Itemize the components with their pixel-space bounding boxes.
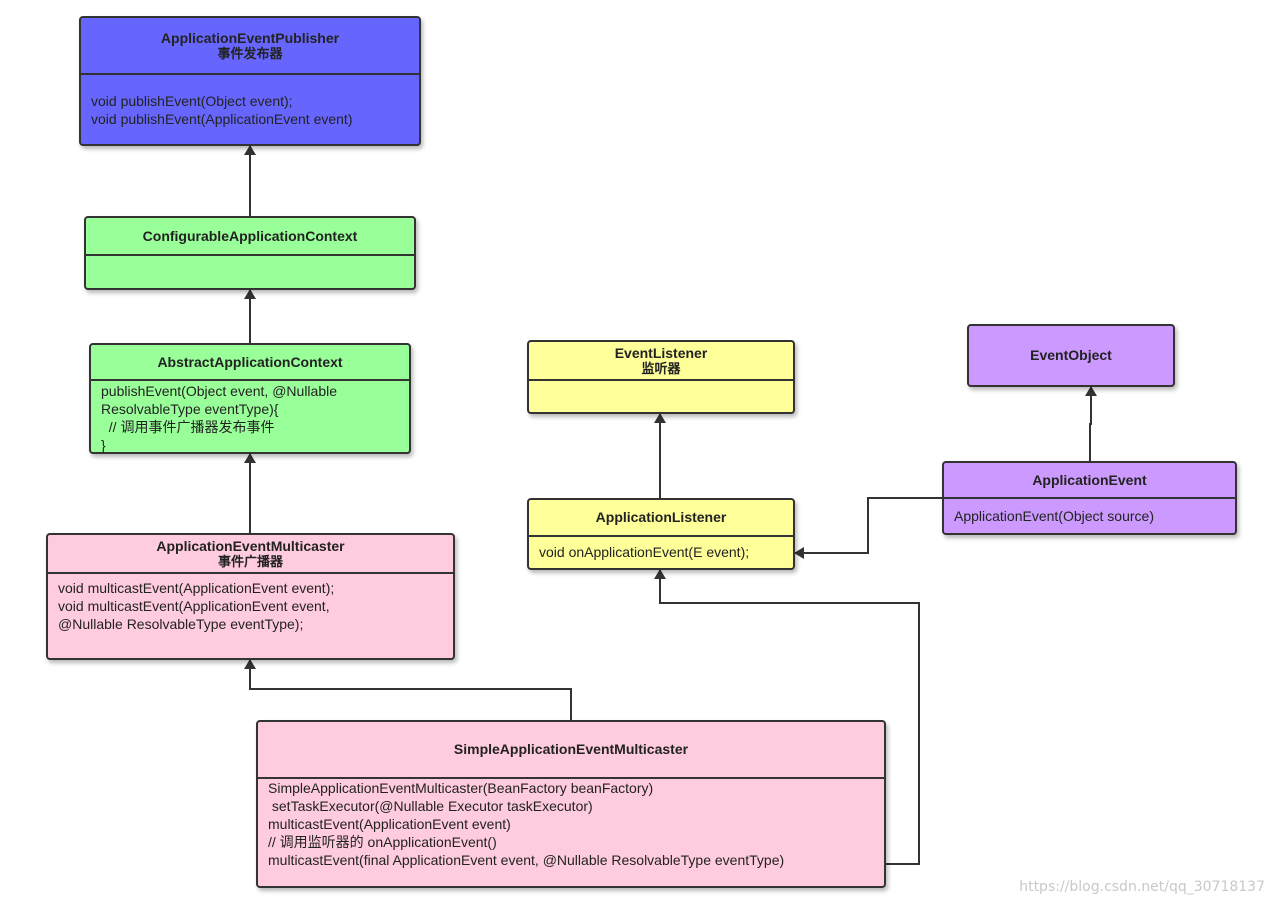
class-event-object[interactable]: EventObject bbox=[967, 324, 1175, 387]
class-name: ApplicationListener bbox=[595, 509, 727, 525]
class-header: ApplicationEvent bbox=[944, 463, 1235, 499]
class-name: EventListener bbox=[614, 344, 708, 361]
edge-appevent-to-applistener bbox=[794, 497, 942, 559]
class-simple-application-event-multicaster[interactable]: SimpleApplicationEventMulticaster Simple… bbox=[256, 720, 886, 888]
class-body: SimpleApplicationEventMulticaster(BeanFa… bbox=[268, 780, 785, 868]
class-name: ApplicationEventMulticaster bbox=[156, 537, 345, 554]
class-body: void publishEvent(Object event); void pu… bbox=[91, 93, 353, 127]
class-event-listener[interactable]: EventListener 监听器 bbox=[527, 340, 795, 414]
class-header: EventListener 监听器 bbox=[529, 342, 793, 381]
watermark: https://blog.csdn.net/qq_30718137 bbox=[1019, 879, 1265, 895]
class-body bbox=[529, 381, 793, 393]
class-body: publishEvent(Object event, @Nullable Res… bbox=[101, 383, 338, 453]
edge-simple-to-applistener bbox=[654, 569, 920, 865]
class-body bbox=[86, 256, 414, 268]
class-header: ApplicationEventPublisher 事件发布器 bbox=[81, 18, 419, 75]
class-header: EventObject bbox=[969, 326, 1173, 385]
class-application-event-publisher[interactable]: ApplicationEventPublisher 事件发布器 void pub… bbox=[79, 16, 421, 146]
class-header: ApplicationListener bbox=[529, 500, 793, 537]
class-header: SimpleApplicationEventMulticaster bbox=[258, 722, 884, 779]
class-name: AbstractApplicationContext bbox=[157, 353, 343, 370]
class-subtitle: 事件广播器 bbox=[217, 553, 283, 569]
class-header: ApplicationEventMulticaster 事件广播器 bbox=[48, 535, 453, 574]
class-body: void onApplicationEvent(E event); bbox=[539, 544, 750, 560]
class-application-event-multicaster[interactable]: ApplicationEventMulticaster 事件广播器 void m… bbox=[46, 533, 455, 660]
class-name: SimpleApplicationEventMulticaster bbox=[453, 741, 689, 757]
class-name: ApplicationEventPublisher bbox=[160, 29, 340, 46]
class-abstract-application-context[interactable]: AbstractApplicationContext publishEvent(… bbox=[89, 343, 411, 454]
class-configurable-application-context[interactable]: ConfigurableApplicationContext bbox=[84, 216, 416, 290]
class-name: ApplicationEvent bbox=[1032, 471, 1147, 488]
class-name: ConfigurableApplicationContext bbox=[142, 227, 358, 244]
class-subtitle: 事件发布器 bbox=[217, 45, 283, 61]
class-application-event[interactable]: ApplicationEvent ApplicationEvent(Object… bbox=[942, 461, 1237, 535]
class-subtitle: 监听器 bbox=[641, 360, 681, 376]
class-header: AbstractApplicationContext bbox=[91, 345, 409, 381]
class-name: EventObject bbox=[1030, 347, 1112, 363]
class-application-listener[interactable]: ApplicationListener void onApplicationEv… bbox=[527, 498, 795, 570]
edge-appevent-to-eventobject bbox=[1085, 386, 1097, 461]
class-body: ApplicationEvent(Object source) bbox=[954, 508, 1154, 524]
edge-simple-to-multicaster bbox=[244, 659, 572, 720]
class-header: ConfigurableApplicationContext bbox=[86, 218, 414, 256]
class-body: void multicastEvent(ApplicationEvent eve… bbox=[58, 580, 335, 632]
